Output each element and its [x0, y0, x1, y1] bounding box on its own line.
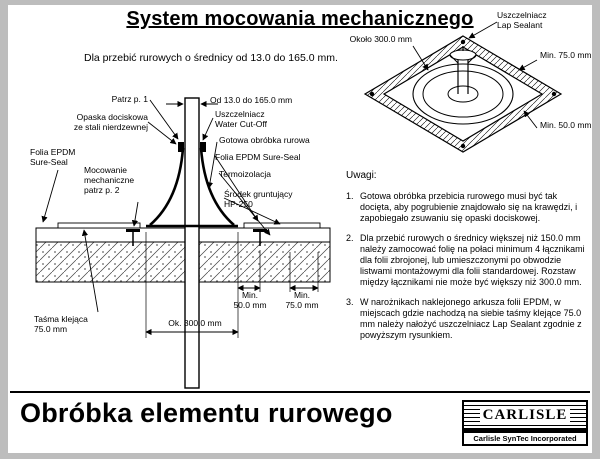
note-item: 1. Gotowa obróbka przebicia rurowego mus…: [346, 191, 588, 224]
label-okolo-300: Około 300.0 mm: [349, 34, 412, 44]
clamping-band: [178, 142, 206, 152]
lap-sealant-dots: [369, 39, 557, 149]
notes-heading: Uwagi:: [346, 170, 377, 181]
plan-view-drawing: [363, 21, 563, 153]
roof-deck: [35, 241, 331, 283]
note-item: 3. W narożnikach naklejonego arkusza fol…: [346, 297, 588, 341]
cross-section-drawing: [35, 97, 331, 389]
label-lap-sealant: Uszczelniacz Lap Sealant: [497, 10, 547, 31]
fastener-left: [126, 229, 140, 246]
pipe-flashing: [146, 147, 238, 228]
label-gotowa-obrobka: Gotowa obróbka rurowa: [219, 135, 310, 145]
label-opaska-dociskowa: Opaska dociskowa ze stali nierdzewnej: [73, 112, 148, 133]
label-folia-epdm-left: Folia EPDM Sure-Seal: [30, 147, 76, 168]
label-srodek-gruntujacy: Środek gruntujący HP-250: [224, 189, 293, 210]
carlisle-logo-subtext: Carlisle SynTec Incorporated: [473, 434, 577, 443]
seam-tape-left: [57, 222, 141, 229]
label-tasma-klejaca: Taśma klejąca 75.0 mm: [34, 314, 88, 335]
title-block-divider: [10, 391, 590, 393]
label-patrz-p1: Patrz p. 1: [111, 94, 148, 104]
carlisle-logo: CARLISLE Carlisle SynTec Incorporated: [462, 400, 588, 446]
label-od-13-165: Od 13.0 do 165.0 mm: [210, 95, 293, 105]
note-text: Gotowa obróbka przebicia rurowego musi b…: [360, 191, 578, 224]
page-title: System mocowania mechanicznego: [126, 8, 474, 30]
label-folia-epdm-right: Folia EPDM Sure-Seal: [215, 152, 301, 162]
note-number: 2.: [346, 233, 354, 244]
seam-tape-right: [243, 222, 321, 229]
carlisle-logo-text: CARLISLE: [479, 406, 571, 424]
pipe: [184, 97, 200, 389]
carlisle-logo-bar: [464, 428, 586, 433]
insulation-layer: [35, 227, 331, 243]
label-mocowanie-mechaniczne: Mocowanie mechaniczne patrz p. 2: [84, 165, 135, 196]
label-min-75-section: Min. 75.0 mm: [285, 290, 319, 311]
note-number: 3.: [346, 296, 354, 307]
fastener-right: [253, 229, 267, 246]
membrane-sheet-diamond: [363, 35, 563, 153]
note-number: 1.: [346, 191, 354, 202]
pipe-base-circle: [447, 85, 479, 103]
label-min-50-section: Min. 50.0 mm: [233, 290, 267, 311]
label-min-50-plan: Min. 50.0 mm: [540, 120, 592, 130]
label-min-75-plan: Min. 75.0 mm: [540, 50, 592, 60]
note-item: 2. Dla przebić rurowych o średnicy więks…: [346, 233, 588, 288]
page-subtitle: Dla przebić rurowych o średnicy od 13.0 …: [84, 52, 338, 64]
note-text: W narożnikach naklejonego arkusza folii …: [360, 296, 582, 340]
carlisle-logo-stripes: CARLISLE: [464, 402, 586, 428]
drawing-title: Obróbka elementu rurowego: [20, 398, 393, 428]
label-water-cutoff: Uszczelniacz Water Cut-Off: [215, 109, 267, 130]
label-termoizolacja: Termoizolacja: [219, 169, 271, 179]
note-text: Dla przebić rurowych o średnicy większej…: [360, 233, 585, 287]
pipe-with-cap: [449, 46, 477, 94]
label-ok-300: Ok. 300.0 mm: [168, 318, 222, 328]
notes-section: Uwagi: 1. Gotowa obróbka przebicia rurow…: [346, 170, 588, 350]
